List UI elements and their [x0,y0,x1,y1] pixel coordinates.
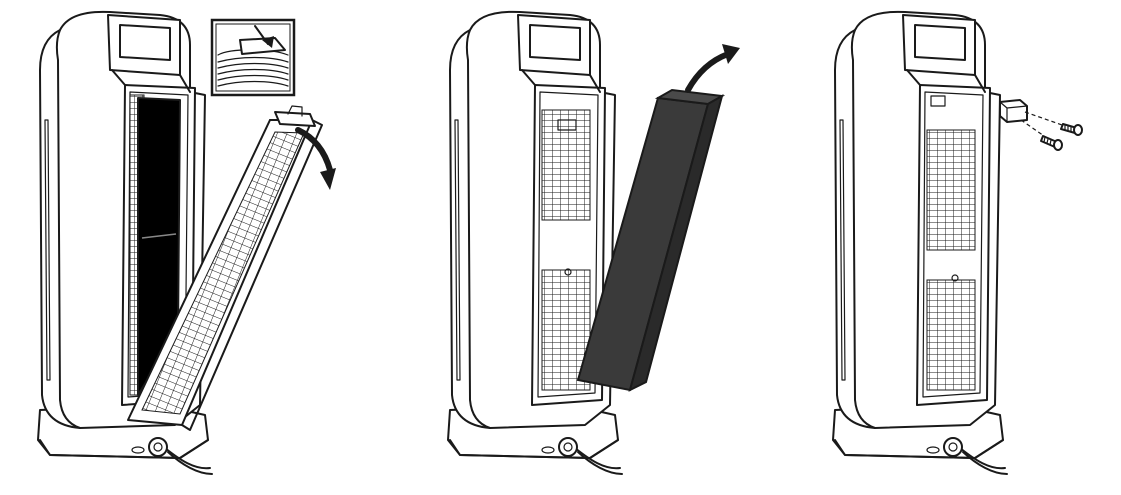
step-2-remove-carbon-filter [447,10,740,476]
grille-lower-3 [926,279,976,391]
grille-lower [541,269,591,391]
grille-upper [541,109,591,221]
tilt-arrow-icon [295,127,336,190]
step-1-remove-hepa-filter [37,10,336,476]
screw-icon [1040,123,1083,151]
step-3-back-cover-screws [832,10,1083,476]
purifier-unit-2 [447,10,623,476]
bracket-icon [999,99,1028,123]
purifier-unit-3 [832,10,1008,476]
latch-detail-icon [210,18,296,97]
grille-upper-3 [926,129,976,251]
carbon-filter-lifted [576,88,726,392]
lift-arrow-icon [685,44,740,93]
hepa-filter-tilting [127,105,323,431]
